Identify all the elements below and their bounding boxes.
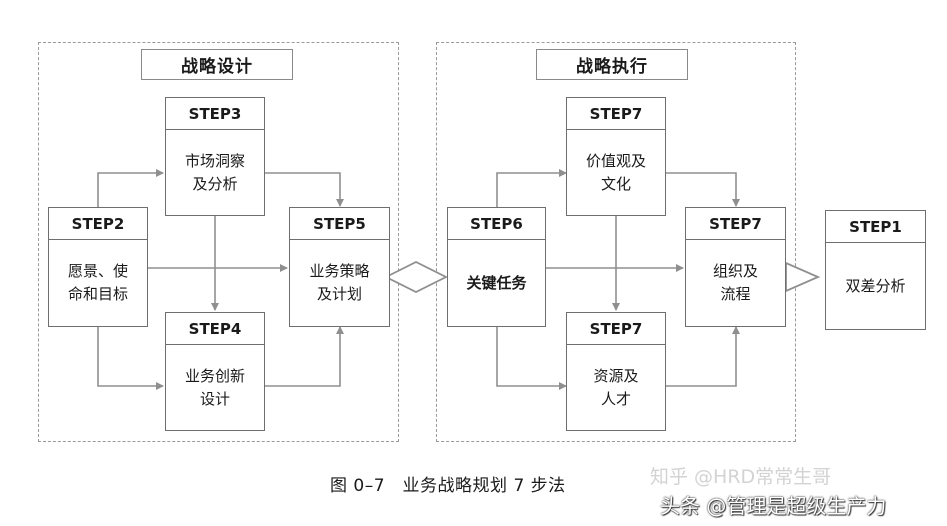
step4-box: STEP4 业务创新 设计 [165,312,265,431]
step7-talent-label: STEP7 [567,313,665,345]
step2-text: 愿景、使 命和目标 [67,262,128,303]
step7-org-box: STEP7 组织及 流程 [685,207,786,327]
step5-text: 业务策略 及计划 [309,262,370,303]
arrow-step6-to-talent [496,327,567,390]
step5-box: STEP5 业务策略 及计划 [289,207,390,327]
step3-text: 市场洞察 及分析 [184,151,245,193]
step1-text: 双差分析 [845,276,906,295]
step4-text: 业务创新 设计 [184,366,245,408]
strategy-execution-region [436,42,796,442]
step7-talent-text: 资源及 人才 [593,366,639,408]
step1-box: STEP1 双差分析 [825,210,926,330]
zhihu-watermark: 知乎 @HRD常常生哥 [650,466,832,488]
strategy-design-title: 战略设计 [141,49,293,80]
arrow-step3-to-step5 [265,172,344,207]
arrow-step6-to-culture [496,169,567,207]
arrow-step2-to-step3 [97,169,164,207]
step1-label: STEP1 [826,211,925,243]
step6-box: STEP6 关键任务 [447,207,546,327]
diamond-link [383,260,449,294]
triangle-link [785,261,821,293]
step7-org-label: STEP7 [686,208,785,240]
arrow-step2-to-step4 [97,327,164,390]
step6-label: STEP6 [448,208,545,240]
strategy-execution-title: 战略执行 [536,49,688,80]
arrow-culture-to-org [666,172,740,207]
step2-label: STEP2 [49,208,147,240]
step2-box: STEP2 愿景、使 命和目标 [48,207,148,327]
step7-culture-text: 价值观及 文化 [585,151,646,193]
step7-talent-box: STEP7 资源及 人才 [566,312,666,431]
arrow-step4-to-step5 [265,326,344,387]
step4-label: STEP4 [166,313,264,345]
toutiao-watermark: 头条 @管理是超级生产力 [660,494,887,518]
step3-label: STEP3 [166,98,264,130]
figure-caption: 图 0–7 业务战略规划 7 步法 [330,475,566,496]
step7-org-text: 组织及 流程 [712,262,758,303]
step7-culture-box: STEP7 价值观及 文化 [566,97,666,216]
step7-culture-label: STEP7 [567,98,665,130]
step5-label: STEP5 [290,208,389,240]
step3-box: STEP3 市场洞察 及分析 [165,97,265,216]
strategy-design-region [38,42,399,442]
arrow-talent-to-org [666,326,740,387]
step6-text: 关键任务 [466,273,527,292]
